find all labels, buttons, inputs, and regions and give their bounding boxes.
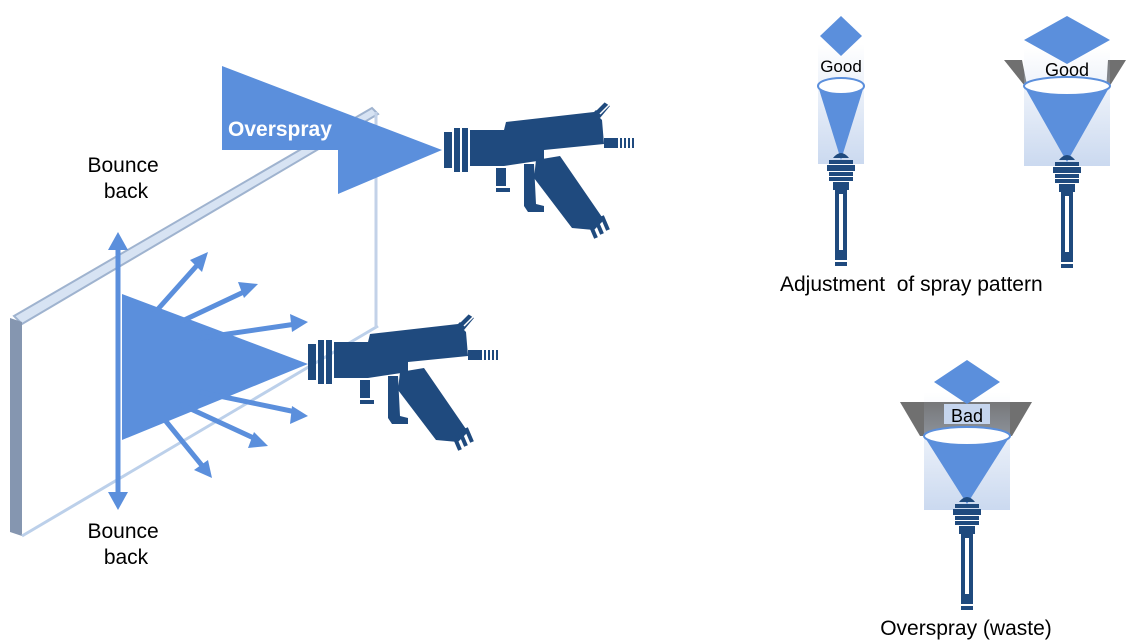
overspray-arrow-label: Overspray <box>228 118 332 141</box>
svg-text:Good: Good <box>1045 60 1089 80</box>
ricochet-arrow-heads <box>190 252 308 478</box>
overspray-arrow <box>222 66 442 194</box>
waste-caption: Overspray (waste) <box>880 617 1052 640</box>
spray-gun-icon <box>442 96 636 240</box>
spray-pattern-good-wide: Good <box>1004 16 1126 166</box>
svg-text:Good: Good <box>820 57 862 76</box>
spray-pattern-good-narrow: Good <box>817 16 865 164</box>
nozzle-icon <box>827 153 855 266</box>
spray-cone <box>122 294 308 440</box>
spray-pattern-bad: Bad <box>900 360 1032 510</box>
nozzle-icon <box>1053 155 1081 268</box>
nozzle-icon <box>953 497 981 610</box>
ricochet-arrows <box>148 260 297 470</box>
adjustment-caption: Adjustment of spray pattern <box>780 273 1043 296</box>
svg-text:Bad: Bad <box>951 406 983 426</box>
bounce-back-arrow <box>108 232 128 510</box>
spray-gun-icon <box>306 308 500 452</box>
bounce-back-top-label: Bounce back <box>87 154 164 203</box>
bounce-back-bottom-label: Bounce back <box>87 520 164 569</box>
